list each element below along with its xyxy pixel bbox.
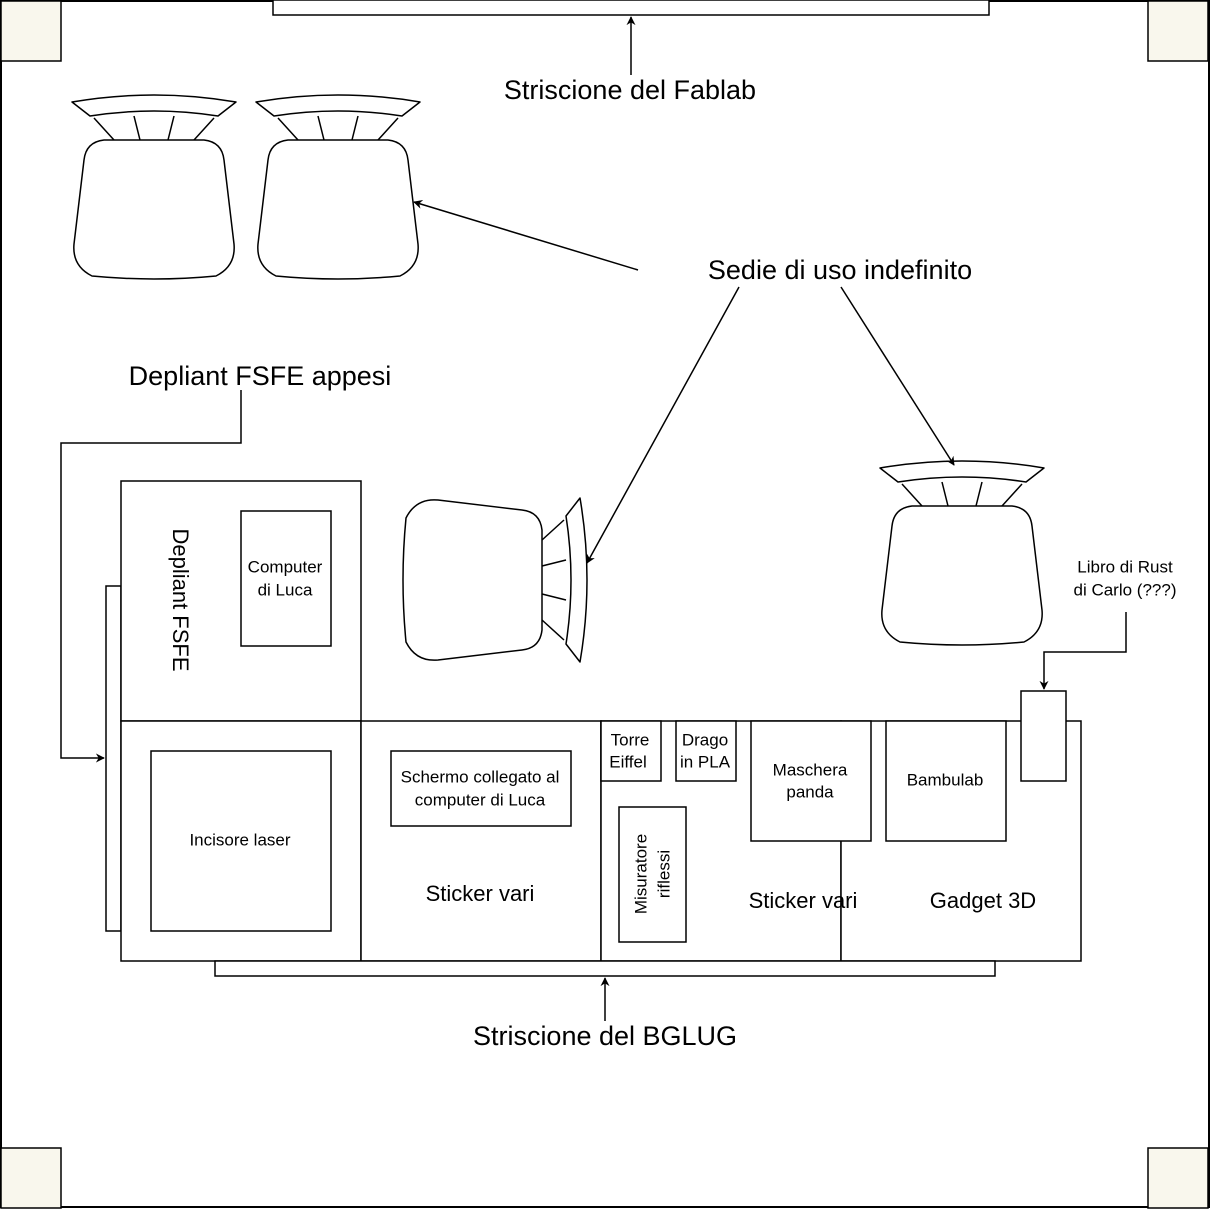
chairs-arrow-top: [413, 200, 639, 271]
chair-rotated: [402, 497, 588, 663]
dragon-label-line2: in PLA: [680, 752, 731, 771]
stickers-label-1: Sticker vari: [426, 881, 535, 906]
fsfe-hanging-strip: [105, 585, 122, 932]
gadget-label: Gadget 3D: [930, 888, 1036, 913]
chairs-label: Sedie di uso indefinito: [708, 255, 972, 285]
panda-mask: [750, 720, 872, 842]
chair-top-center: [255, 94, 421, 280]
laser-engraver-label: Incisore laser: [189, 830, 290, 849]
bambulab: [885, 720, 1007, 842]
laser-engraver: [150, 750, 332, 932]
panda-label-line1: Maschera: [773, 760, 848, 779]
bglug-banner-label: Striscione del BGLUG: [473, 1021, 737, 1051]
reflex-label-line1: Misuratore: [631, 834, 650, 914]
reflex-meter: [618, 806, 687, 943]
pillar-top-left: [0, 0, 62, 62]
screen-label-line2: computer di Luca: [415, 790, 546, 809]
pla-dragon: [675, 720, 737, 782]
pillar-top-right: [1147, 0, 1209, 62]
eiffel-label-line2: Eiffel: [609, 752, 647, 771]
rust-book-label-line2: di Carlo (???): [1074, 580, 1177, 599]
reflex-label-line2: riflessi: [654, 850, 673, 898]
fablab-banner-label: Striscione del Fablab: [504, 75, 756, 105]
luca-computer-label-line1: Computer: [248, 557, 323, 576]
screen-label-line1: Schermo collegato al: [401, 767, 560, 786]
dragon-label-line1: Drago: [682, 730, 728, 749]
bglug-banner: [214, 960, 996, 977]
rust-book: [1020, 690, 1067, 782]
panda-label-line2: panda: [786, 782, 834, 801]
fsfe-table-label: Depliant FSFE: [168, 528, 193, 671]
stickers-label-2: Sticker vari: [749, 888, 858, 913]
chairs-arrow-middle: [586, 286, 740, 564]
rust-book-label-line1: Libro di Rust: [1077, 557, 1173, 576]
bambulab-label: Bambulab: [907, 770, 984, 789]
pillar-bottom-right: [1147, 1147, 1209, 1209]
fsfe-hung-connector: [60, 390, 242, 763]
chair-right: [879, 460, 1045, 646]
eiffel-label-line1: Torre: [611, 730, 650, 749]
chairs-arrow-right: [840, 286, 955, 466]
screen: [390, 750, 572, 827]
chair-top-left: [71, 94, 237, 280]
luca-computer-label-line2: di Luca: [258, 580, 313, 599]
rust-book-connector: [1039, 612, 1127, 690]
luca-computer: [240, 510, 332, 647]
eiffel-tower: [600, 720, 662, 782]
fablab-banner: [272, 0, 990, 16]
pillar-bottom-left: [0, 1147, 62, 1209]
fsfe-hung-label: Depliant FSFE appesi: [129, 361, 392, 391]
